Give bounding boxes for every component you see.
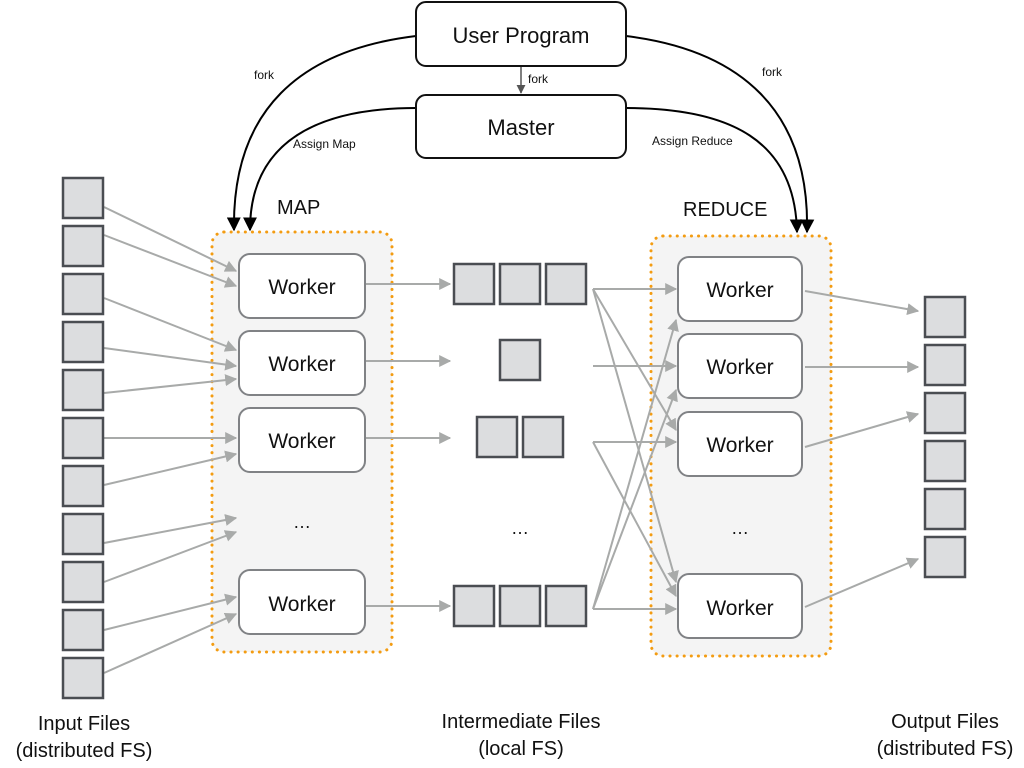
reduce-phase-label: REDUCE bbox=[683, 199, 767, 221]
input-files bbox=[61, 176, 105, 700]
output-file bbox=[923, 535, 967, 579]
master-label: Master bbox=[487, 115, 554, 140]
reduce-worker-box bbox=[677, 411, 803, 477]
data-arrow bbox=[103, 514, 238, 544]
assign-reduce-arrow bbox=[625, 107, 804, 234]
input-file bbox=[61, 608, 105, 652]
assign-reduce-label: Assign Reduce bbox=[652, 134, 733, 148]
map-workers: Worker Worker Worker … Worker bbox=[238, 253, 366, 635]
intermediate-file bbox=[521, 415, 565, 459]
intermediate-file bbox=[498, 584, 542, 628]
map-worker-label: Worker bbox=[268, 430, 335, 453]
input-file bbox=[61, 320, 105, 364]
data-arrow bbox=[103, 234, 238, 288]
input-file bbox=[61, 416, 105, 460]
input-files-sublabel: (distributed FS) bbox=[16, 740, 153, 762]
output-file bbox=[923, 391, 967, 435]
fork-label-right: fork bbox=[762, 65, 783, 79]
map-worker-label: Worker bbox=[268, 276, 335, 299]
data-arrow bbox=[103, 374, 238, 394]
reduce-worker-label: Worker bbox=[706, 597, 773, 620]
intermediate-file bbox=[452, 584, 496, 628]
output-files-sublabel: (distributed FS) bbox=[877, 738, 1014, 760]
input-file bbox=[61, 368, 105, 412]
assign-map-label: Assign Map bbox=[293, 137, 356, 151]
fork-arrow-right bbox=[625, 35, 815, 234]
user-program-node bbox=[415, 1, 627, 67]
reduce-workers: Worker Worker Worker … Worker bbox=[677, 256, 803, 639]
data-arrow bbox=[103, 206, 238, 272]
intermediate-files-sublabel: (local FS) bbox=[478, 738, 564, 760]
output-file bbox=[923, 439, 967, 483]
input-file bbox=[61, 560, 105, 604]
output-files bbox=[923, 295, 967, 579]
intermediate-file bbox=[475, 415, 519, 459]
reduce-worker-box bbox=[677, 256, 803, 322]
control-arrows bbox=[226, 35, 815, 234]
data-arrow bbox=[592, 318, 679, 610]
reduce-worker-label: Worker bbox=[706, 356, 773, 379]
data-arrow bbox=[804, 411, 920, 448]
input-files-label: Input Files bbox=[38, 713, 130, 735]
data-arrow bbox=[103, 612, 238, 674]
fork-arrow-left bbox=[226, 35, 417, 232]
data-arrow bbox=[103, 450, 238, 486]
output-file bbox=[923, 295, 967, 339]
reduce-worker-box bbox=[677, 573, 803, 639]
reduce-ellipsis: … bbox=[731, 518, 749, 538]
data-arrow bbox=[804, 557, 920, 608]
fork-label-center: fork bbox=[528, 72, 549, 86]
data-arrow bbox=[103, 347, 238, 371]
output-files-label: Output Files bbox=[891, 711, 999, 733]
map-worker-label: Worker bbox=[268, 593, 335, 616]
data-arrow bbox=[592, 441, 677, 598]
reduce-worker-label: Worker bbox=[706, 279, 773, 302]
map-worker-box bbox=[238, 330, 366, 396]
output-file bbox=[923, 487, 967, 531]
input-file bbox=[61, 656, 105, 700]
fork-label-left: fork bbox=[254, 68, 275, 82]
intermediate-file bbox=[498, 262, 542, 306]
master-node bbox=[415, 94, 627, 159]
map-ellipsis: … bbox=[293, 512, 311, 532]
intermediate-files bbox=[452, 262, 588, 628]
reduce-worker-label: Worker bbox=[706, 434, 773, 457]
data-arrow bbox=[804, 290, 920, 316]
reduce-worker-box bbox=[677, 333, 803, 399]
map-worker-box bbox=[238, 253, 366, 319]
input-file bbox=[61, 272, 105, 316]
input-file bbox=[61, 512, 105, 556]
input-file bbox=[61, 464, 105, 508]
input-file bbox=[61, 176, 105, 220]
intermediate-file bbox=[452, 262, 496, 306]
data-arrow bbox=[103, 593, 238, 631]
data-arrow bbox=[103, 297, 238, 352]
data-arrow bbox=[592, 388, 678, 610]
data-arrow bbox=[592, 288, 679, 584]
intermediate-file bbox=[498, 338, 542, 382]
map-worker-label: Worker bbox=[268, 353, 335, 376]
intermediate-files-label: Intermediate Files bbox=[442, 711, 601, 733]
map-worker-box bbox=[238, 407, 366, 473]
intermediate-ellipsis: … bbox=[511, 518, 529, 538]
intermediate-file bbox=[544, 584, 588, 628]
intermediate-file bbox=[544, 262, 588, 306]
input-file bbox=[61, 224, 105, 268]
map-worker-box bbox=[238, 569, 366, 635]
assign-map-arrow bbox=[243, 107, 417, 232]
user-program-label: User Program bbox=[453, 23, 590, 48]
data-arrows bbox=[103, 206, 920, 674]
data-arrow bbox=[592, 288, 677, 432]
output-file bbox=[923, 343, 967, 387]
data-arrow bbox=[103, 530, 238, 583]
map-phase-label: MAP bbox=[277, 197, 320, 219]
